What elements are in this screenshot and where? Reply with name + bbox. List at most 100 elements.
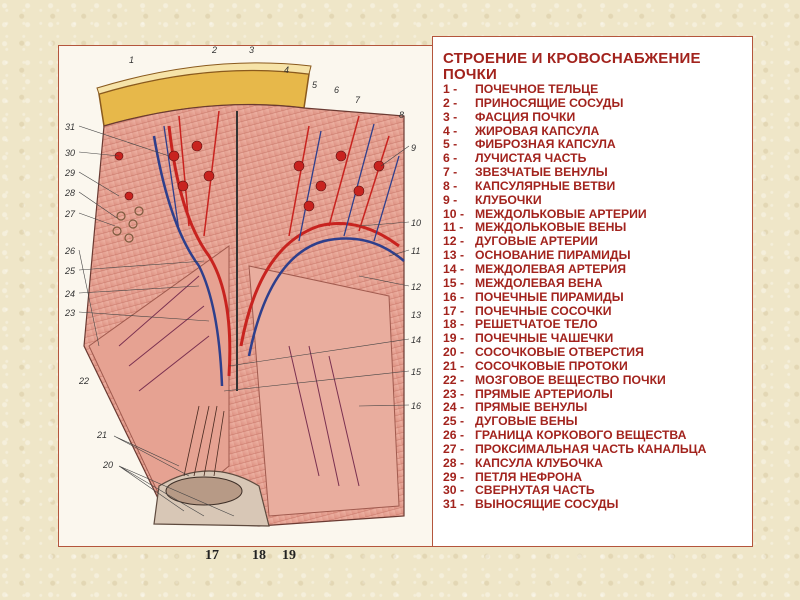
legend-item-number: 7 -	[443, 166, 475, 180]
callout-10: 10	[411, 218, 421, 228]
kidney-section-illustration: 1 2 3 4 5 6 7 8 31 30 29 28 27 26 25 24 …	[59, 46, 434, 548]
legend-item-number: 24 -	[443, 401, 475, 415]
callout-25: 25	[64, 266, 76, 276]
callout-labels-right: 9 10 11 12 13 14 15 16	[411, 143, 422, 411]
callout-9: 9	[411, 143, 416, 153]
legend-item-text: ПРИНОСЯЩИЕ СОСУДЫ	[475, 97, 623, 111]
legend-item-text: ВЫНОСЯЩИЕ СОСУДЫ	[475, 498, 618, 512]
legend-item: 3 -ФАСЦИЯ ПОЧКИ	[443, 111, 742, 125]
legend-item: 22 -МОЗГОВОЕ ВЕЩЕСТВО ПОЧКИ	[443, 374, 742, 388]
legend-item-number: 19 -	[443, 332, 475, 346]
legend-item-number: 10 -	[443, 208, 475, 222]
legend-item-text: ПОЧЕЧНЫЕ ПИРАМИДЫ	[475, 291, 624, 305]
callout-22: 22	[78, 376, 89, 386]
legend-item-text: ФАСЦИЯ ПОЧКИ	[475, 111, 575, 125]
callout-23: 23	[64, 308, 75, 318]
legend-item-text: ДУГОВЫЕ ВЕНЫ	[475, 415, 578, 429]
legend-item-number: 17 -	[443, 305, 475, 319]
legend-item-text: ЗВЕЗЧАТЫЕ ВЕНУЛЫ	[475, 166, 608, 180]
renal-pyramid-right	[249, 266, 399, 516]
legend-item: 9 -КЛУБОЧКИ	[443, 194, 742, 208]
legend-item-number: 14 -	[443, 263, 475, 277]
legend-item-text: ЖИРОВАЯ КАПСУЛА	[475, 125, 599, 139]
callout-28: 28	[64, 188, 75, 198]
legend-item-number: 20 -	[443, 346, 475, 360]
callout-7: 7	[355, 95, 361, 105]
legend-item-text: КАПСУЛЯРНЫЕ ВЕТВИ	[475, 180, 615, 194]
legend-title: СТРОЕНИЕ И КРОВОСНАБЖЕНИЕ ПОЧКИ	[443, 51, 742, 83]
callout-19: 19	[282, 548, 296, 564]
callout-17: 17	[205, 548, 219, 564]
callout-12: 12	[411, 282, 421, 292]
legend-item-number: 1 -	[443, 83, 475, 97]
legend-item: 14 -МЕЖДОЛЕВАЯ АРТЕРИЯ	[443, 263, 742, 277]
legend-item-number: 3 -	[443, 111, 475, 125]
legend-item: 19 -ПОЧЕЧНЫЕ ЧАШЕЧКИ	[443, 332, 742, 346]
callout-8: 8	[399, 110, 404, 120]
legend-item-text: МОЗГОВОЕ ВЕЩЕСТВО ПОЧКИ	[475, 374, 666, 388]
legend-item: 2 -ПРИНОСЯЩИЕ СОСУДЫ	[443, 97, 742, 111]
legend-item: 30 -СВЕРНУТАЯ ЧАСТЬ	[443, 484, 742, 498]
legend-item: 31 -ВЫНОСЯЩИЕ СОСУДЫ	[443, 498, 742, 512]
legend-item-number: 25 -	[443, 415, 475, 429]
legend-item-number: 12 -	[443, 235, 475, 249]
legend-item: 10 -МЕЖДОЛЬКОВЫЕ АРТЕРИИ	[443, 208, 742, 222]
cribriform-area	[166, 477, 242, 505]
legend-item-text: МЕЖДОЛЕВАЯ АРТЕРИЯ	[475, 263, 626, 277]
legend-item-text: ОСНОВАНИЕ ПИРАМИДЫ	[475, 249, 631, 263]
legend-item: 1 -ПОЧЕЧНОЕ ТЕЛЬЦЕ	[443, 83, 742, 97]
callout-6: 6	[334, 85, 339, 95]
callout-21: 21	[96, 430, 107, 440]
legend-item-number: 11 -	[443, 221, 475, 235]
legend-item-number: 4 -	[443, 125, 475, 139]
legend-item: 11 -МЕЖДОЛЬКОВЫЕ ВЕНЫ	[443, 221, 742, 235]
legend-item-text: КАПСУЛА КЛУБОЧКА	[475, 457, 603, 471]
legend-item-text: ПРЯМЫЕ АРТЕРИОЛЫ	[475, 388, 613, 402]
legend-item: 26 -ГРАНИЦА КОРКОВОГО ВЕЩЕСТВА	[443, 429, 742, 443]
legend-item-number: 9 -	[443, 194, 475, 208]
callout-30: 30	[65, 148, 75, 158]
callout-26: 26	[64, 246, 75, 256]
callout-5: 5	[312, 80, 318, 90]
legend-list: 1 -ПОЧЕЧНОЕ ТЕЛЬЦЕ 2 -ПРИНОСЯЩИЕ СОСУДЫ …	[443, 83, 742, 512]
legend-item: 7 -ЗВЕЗЧАТЫЕ ВЕНУЛЫ	[443, 166, 742, 180]
legend-item-number: 2 -	[443, 97, 475, 111]
legend-item-text: ПОЧЕЧНОЕ ТЕЛЬЦЕ	[475, 83, 598, 97]
legend-item: 8 -КАПСУЛЯРНЫЕ ВЕТВИ	[443, 180, 742, 194]
legend-item: 29 -ПЕТЛЯ НЕФРОНА	[443, 471, 742, 485]
legend-item-text: КЛУБОЧКИ	[475, 194, 542, 208]
legend-item-number: 26 -	[443, 429, 475, 443]
legend-item-number: 6 -	[443, 152, 475, 166]
callout-16: 16	[411, 401, 421, 411]
legend-item-number: 18 -	[443, 318, 475, 332]
legend-item-number: 31 -	[443, 498, 475, 512]
legend-item-text: МЕЖДОЛЕВАЯ ВЕНА	[475, 277, 603, 291]
legend-item-number: 29 -	[443, 471, 475, 485]
legend-item: 21 -СОСОЧКОВЫЕ ПРОТОКИ	[443, 360, 742, 374]
legend-item-text: ПРЯМЫЕ ВЕНУЛЫ	[475, 401, 587, 415]
legend-item-text: ПРОКСИМАЛЬНАЯ ЧАСТЬ КАНАЛЬЦА	[475, 443, 706, 457]
legend-item-text: СОСОЧКОВЫЕ ОТВЕРСТИЯ	[475, 346, 644, 360]
legend-item: 23 -ПРЯМЫЕ АРТЕРИОЛЫ	[443, 388, 742, 402]
legend-item: 4 -ЖИРОВАЯ КАПСУЛА	[443, 125, 742, 139]
callout-31: 31	[65, 122, 75, 132]
legend-item: 24 -ПРЯМЫЕ ВЕНУЛЫ	[443, 401, 742, 415]
legend-item-text: ПОЧЕЧНЫЕ ЧАШЕЧКИ	[475, 332, 613, 346]
callout-2: 2	[211, 46, 217, 55]
legend-item-number: 21 -	[443, 360, 475, 374]
callout-15: 15	[411, 367, 422, 377]
legend-item: 13 -ОСНОВАНИЕ ПИРАМИДЫ	[443, 249, 742, 263]
callout-14: 14	[411, 335, 421, 345]
legend-item: 18 -РЕШЕТЧАТОЕ ТЕЛО	[443, 318, 742, 332]
legend-item-number: 22 -	[443, 374, 475, 388]
legend-item: 5 -ФИБРОЗНАЯ КАПСУЛА	[443, 138, 742, 152]
legend-item: 25 -ДУГОВЫЕ ВЕНЫ	[443, 415, 742, 429]
legend-item-text: ПОЧЕЧНЫЕ СОСОЧКИ	[475, 305, 611, 319]
legend-item-text: ГРАНИЦА КОРКОВОГО ВЕЩЕСТВА	[475, 429, 686, 443]
legend-panel: СТРОЕНИЕ И КРОВОСНАБЖЕНИЕ ПОЧКИ 1 -ПОЧЕЧ…	[432, 36, 753, 547]
legend-item-text: ДУГОВЫЕ АРТЕРИИ	[475, 235, 598, 249]
legend-item: 15 -МЕЖДОЛЕВАЯ ВЕНА	[443, 277, 742, 291]
legend-item-number: 16 -	[443, 291, 475, 305]
legend-item-text: СОСОЧКОВЫЕ ПРОТОКИ	[475, 360, 628, 374]
legend-item: 16 -ПОЧЕЧНЫЕ ПИРАМИДЫ	[443, 291, 742, 305]
